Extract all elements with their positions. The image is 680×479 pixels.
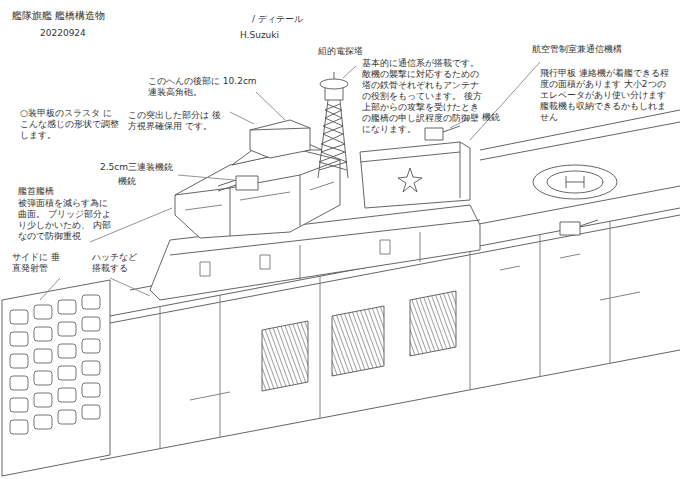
design-note: ○装甲板のスラスタ にこんな感じの形状で調整します。 [20, 108, 120, 141]
design-note: 飛行甲板 連絡機が着艦できる程度の面積があります 大小2つのエレベータがあり使い… [540, 68, 672, 123]
part-name: 機銃 [118, 176, 136, 187]
part-name: 2.5cm三連装機銃 [100, 162, 173, 173]
sheet-tag: / ディテール [252, 14, 303, 25]
design-note: 被弾面積を減らす為に曲面。 ブリッジ部分より少しかいため、 内部なので防御重視 [18, 198, 113, 242]
date-note: 20220924 [40, 28, 86, 39]
part-name: 機銃 [482, 112, 500, 123]
part-name: 航空管制室兼通信機構 [532, 44, 622, 55]
design-note: このへんの後部に 10.2cm連装高角砲。 [148, 76, 258, 98]
part-name: 艦首艦橋 [18, 186, 54, 197]
part-name: 組的電探塔 [318, 46, 363, 57]
author-name: H.Suzuki [240, 30, 279, 41]
design-note: 基本的に通信系が搭載です。敵機の襲撃に対応するための塔の鉄骨それぞれもアンテナの… [362, 58, 487, 135]
design-note: サイドに 垂直発射管 [12, 252, 67, 274]
sheet-title: 艦隊旗艦 艦橋構造物 [12, 10, 105, 22]
design-note: この突出した部分は 後方視界確保用 です。 [128, 110, 228, 132]
design-note: ハッチなど 搭載する [92, 252, 147, 274]
